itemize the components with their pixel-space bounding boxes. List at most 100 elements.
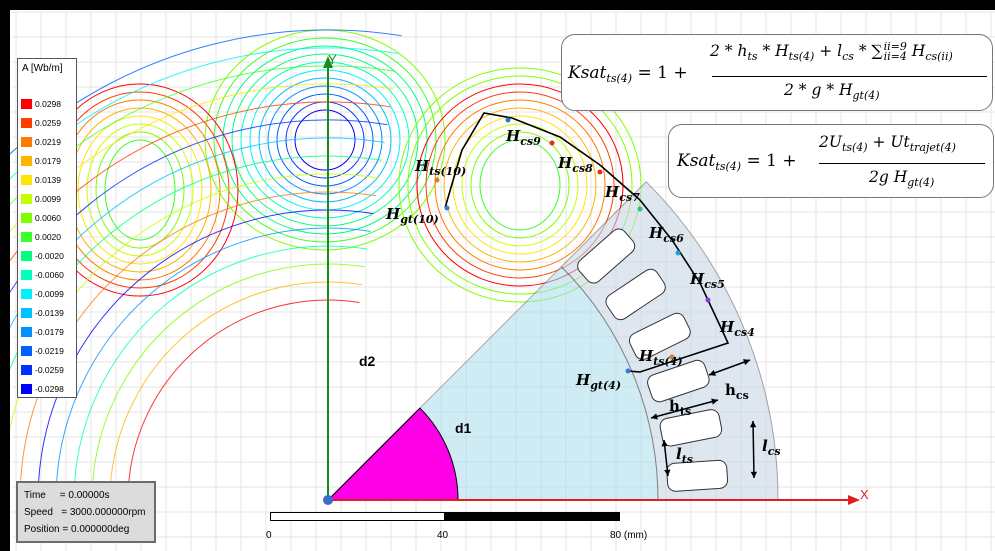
label-l-cs-main: l — [762, 437, 768, 455]
label-hcs9-main: H — [506, 127, 521, 145]
formula1-fraction-line — [712, 76, 987, 77]
slot-shape — [605, 268, 666, 321]
f1-den-sub: gt(4) — [852, 89, 880, 102]
flux-line — [104, 139, 176, 241]
label-hcs8-sub: cs8 — [572, 162, 593, 175]
label-l-cs: lcs — [762, 437, 781, 458]
flux-line — [213, 37, 437, 243]
f2-den: 2g H — [869, 168, 908, 186]
stator-slot — [577, 228, 636, 284]
f1-num-c: + l — [814, 42, 843, 60]
label-h-cs-sub: cs — [735, 389, 749, 402]
legend-swatch — [21, 346, 32, 356]
flux-line — [294, 109, 356, 171]
label-hcs7-main: H — [605, 183, 620, 201]
flux-path-line — [444, 112, 730, 373]
legend-entry: -0.0099 — [21, 289, 64, 299]
scale-tick-0: 0 — [266, 530, 272, 541]
flux-line — [91, 263, 365, 486]
f1-num-sub3: cs — [842, 50, 854, 63]
scale-tick-80: 80 (mm) — [610, 530, 648, 541]
legend-swatch — [21, 118, 32, 128]
analysis-sector — [326, 181, 779, 501]
label-h-ts: hts — [669, 397, 691, 418]
label-hts4: Hts(4) — [639, 347, 683, 368]
f2-num-b: + Ut — [867, 133, 910, 151]
flux-path-point — [434, 177, 440, 183]
label-l-ts-sub: ts — [681, 453, 693, 466]
flux-line — [398, 67, 642, 303]
flux-line — [452, 115, 588, 255]
scale-bar — [270, 512, 620, 521]
legend-value: 0.0020 — [35, 232, 61, 242]
arrow-head — [750, 471, 758, 478]
slot-shape — [628, 312, 691, 360]
flux-path-point — [444, 205, 450, 211]
formula1-lhs: Ksatts(4) = 1 + — [568, 63, 688, 85]
formula2-lhs: Ksatts(4) = 1 + — [677, 151, 797, 173]
f1-num-b: * H — [757, 42, 789, 60]
label-d2: d2 — [359, 353, 376, 369]
legend-entry: 0.0298 — [21, 99, 61, 109]
flux-line — [267, 85, 383, 195]
flux-path-point — [669, 354, 675, 360]
coordinate-axes — [323, 56, 860, 505]
label-h-ts-main: h — [669, 397, 680, 415]
label-hgt4: Hgt(4) — [576, 371, 621, 392]
label-hgt10-main: H — [386, 205, 401, 223]
legend-value: 0.0179 — [35, 156, 61, 166]
legend-entry: 0.0099 — [21, 194, 61, 204]
flux-line — [276, 93, 374, 187]
legend-value: 0.0219 — [35, 137, 61, 147]
stator-slot — [666, 459, 729, 492]
legend-entry: -0.0219 — [21, 346, 64, 356]
formula2-numerator: 2Uts(4) + Uttrajet(4) — [819, 133, 956, 154]
formula1-lhs-text: Ksat — [568, 63, 607, 83]
speed-readout: Speed = 3000.000000rpm — [24, 507, 146, 518]
legend-swatch — [21, 384, 32, 394]
formula2-fraction-line — [819, 163, 985, 164]
label-l-ts-main: l — [676, 445, 682, 463]
legend-entry: 0.0060 — [21, 213, 61, 223]
legend-swatch — [21, 213, 32, 223]
label-d1: d1 — [455, 420, 472, 436]
slot-shape — [666, 459, 729, 492]
flux-line — [0, 101, 391, 276]
flux-path — [434, 112, 730, 374]
label-hcs5-sub: cs5 — [704, 278, 725, 291]
flux-line — [434, 99, 606, 271]
legend-entry: -0.0259 — [21, 365, 64, 375]
rotor-sector — [326, 407, 459, 501]
legend-value: -0.0139 — [35, 308, 64, 318]
label-hcs4: Hcs4 — [720, 318, 755, 339]
flux-line — [95, 131, 185, 249]
flux-line — [470, 131, 570, 239]
f2-num-a: 2U — [819, 133, 842, 151]
label-hcs9-sub: cs9 — [520, 135, 541, 148]
legend-swatch — [21, 232, 32, 242]
legend-swatch — [21, 365, 32, 375]
flux-line — [479, 139, 561, 231]
formula1-eq: = 1 + — [637, 63, 688, 83]
formula1-denominator: 2 * g * Hgt(4) — [784, 81, 880, 102]
simulation-info-panel: Time = 0.00000s Speed = 3000.000000rpm P… — [16, 481, 156, 543]
f1-den: 2 * g * H — [784, 81, 853, 99]
legend-entry: 0.0139 — [21, 175, 61, 185]
x-axis-label: X — [860, 487, 869, 502]
legend-entry: -0.0179 — [21, 327, 64, 337]
legend-swatch — [21, 289, 32, 299]
legend-value: -0.0020 — [35, 251, 64, 261]
stator-slot — [628, 312, 691, 360]
time-readout: Time = 0.00000s — [24, 490, 110, 501]
flux-line — [425, 91, 615, 279]
slot-shape — [577, 228, 636, 284]
arrow-head — [743, 359, 750, 366]
flux-line — [20, 191, 377, 481]
y-axis-arrow — [323, 56, 333, 68]
stator-slot — [659, 409, 723, 447]
label-hcs6-sub: cs6 — [663, 232, 684, 245]
flux-path-point — [549, 140, 555, 146]
formula-box-1: Ksatts(4) = 1 + 2 * hts * Hts(4) + lcs *… — [561, 34, 993, 111]
